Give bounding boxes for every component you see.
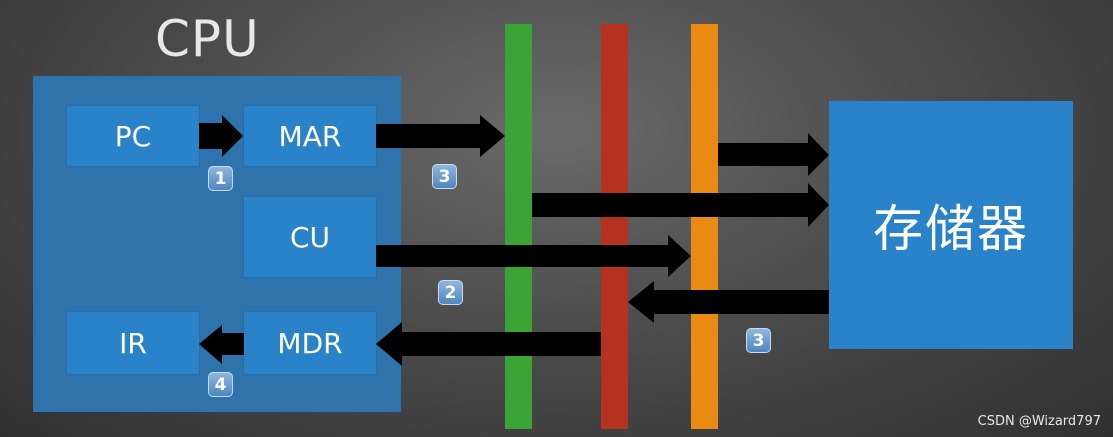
mar-register: MAR [244,106,376,166]
cpu-title: CPU [155,10,260,68]
arrow-cu-to-control-bus [376,235,691,277]
ir-register: IR [67,312,199,374]
arrow-control-bus-to-memory [718,133,829,176]
control-bus [691,24,718,429]
arrow-mdr-to-ir [199,325,244,364]
cu-register: CU [244,197,376,277]
step-3-badge-address: 3 [432,164,457,189]
pc-register: PC [67,106,199,166]
watermark: CSDN @Wizard797 [977,414,1101,429]
step-3-badge-data: 3 [746,328,771,353]
step-4-badge: 4 [208,372,233,397]
step-2-badge: 2 [438,280,463,305]
address-bus [505,24,532,429]
arrow-address-bus-to-memory [532,183,829,227]
memory-box: 存储器 [829,101,1073,349]
arrow-pc-to-mar [199,115,243,157]
arrow-data-bus-to-mdr [376,322,601,366]
arrow-mar-to-address-bus [376,115,505,157]
step-1-badge: 1 [208,166,233,191]
data-bus [601,24,628,429]
arrow-memory-to-data-bus [628,281,829,323]
mdr-register: MDR [244,312,376,374]
